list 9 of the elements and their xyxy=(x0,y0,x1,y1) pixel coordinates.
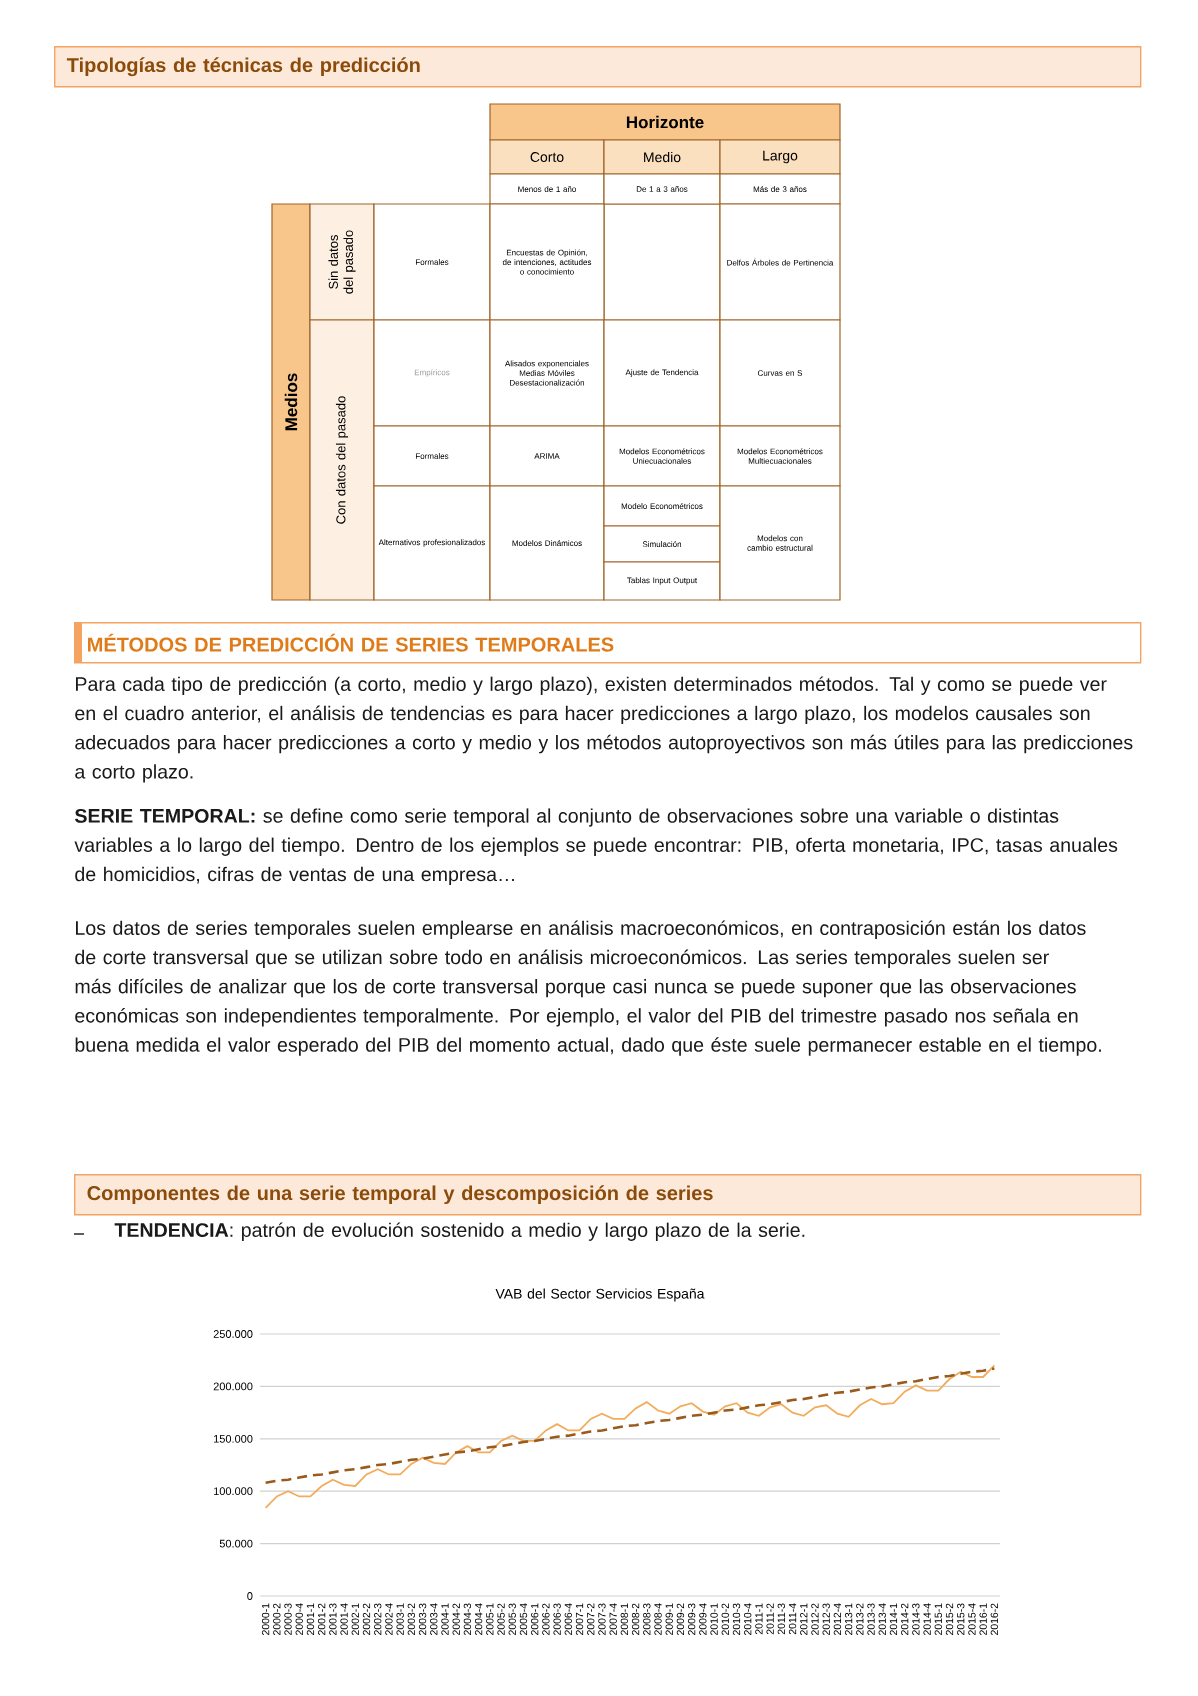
section-heading: MÉTODOS DE PREDICCIÓN DE SERIES TEMPORALES xyxy=(74,622,1142,664)
section-heading: Tipologías de técnicas de predicción xyxy=(54,46,1142,88)
table-header: Horizonte xyxy=(489,103,841,141)
paragraph: Para cada tipo de predicción (a corto, medio y largo plazo), existen determinados métodos. Tal y como se puede ver en el cuadro anterior, el análisis de tendencias es para hacer predicciones a largo plazo, los modelos causales son adecuados para hacer predicciones a corto y medio y los métodos autoproyectivos son más útiles para las predicciones a corto plazo. xyxy=(75,676,1133,783)
paragraph: Los datos de series temporales suelen emplearse en análisis macroeconómicos, en contraposición están los datos de corte transversal que se utilizan sobre todo en análisis microeconómicos. Las series temporales suelen ser más difíciles de analizar que los de corte transversal porque casi nunca se puede suponer que las observaciones económicas son independientes temporalmente. Por ejemplo, el valor del PIB del trimestre pasado nos señala en buena medida el valor esperado del PIB del momento actual, dado que éste suele permanecer estable en el tiempo. xyxy=(75,920,1101,1056)
paragraph: SERIE TEMPORAL: se define como serie temporal al conjunto de observaciones sobre una variable o distintas variables a lo largo del tiempo. Dentro de los ejemplos se puede encontrar: PIB, oferta monetaria, IPC, tasas anuales de homicidios, cifras de ventas de una empresa… xyxy=(74,808,1118,886)
line-series xyxy=(264,1364,996,1509)
section-heading: Componentes de una serie temporal y descomposición de series xyxy=(74,1174,1142,1216)
row-header: Medios xyxy=(271,203,311,601)
